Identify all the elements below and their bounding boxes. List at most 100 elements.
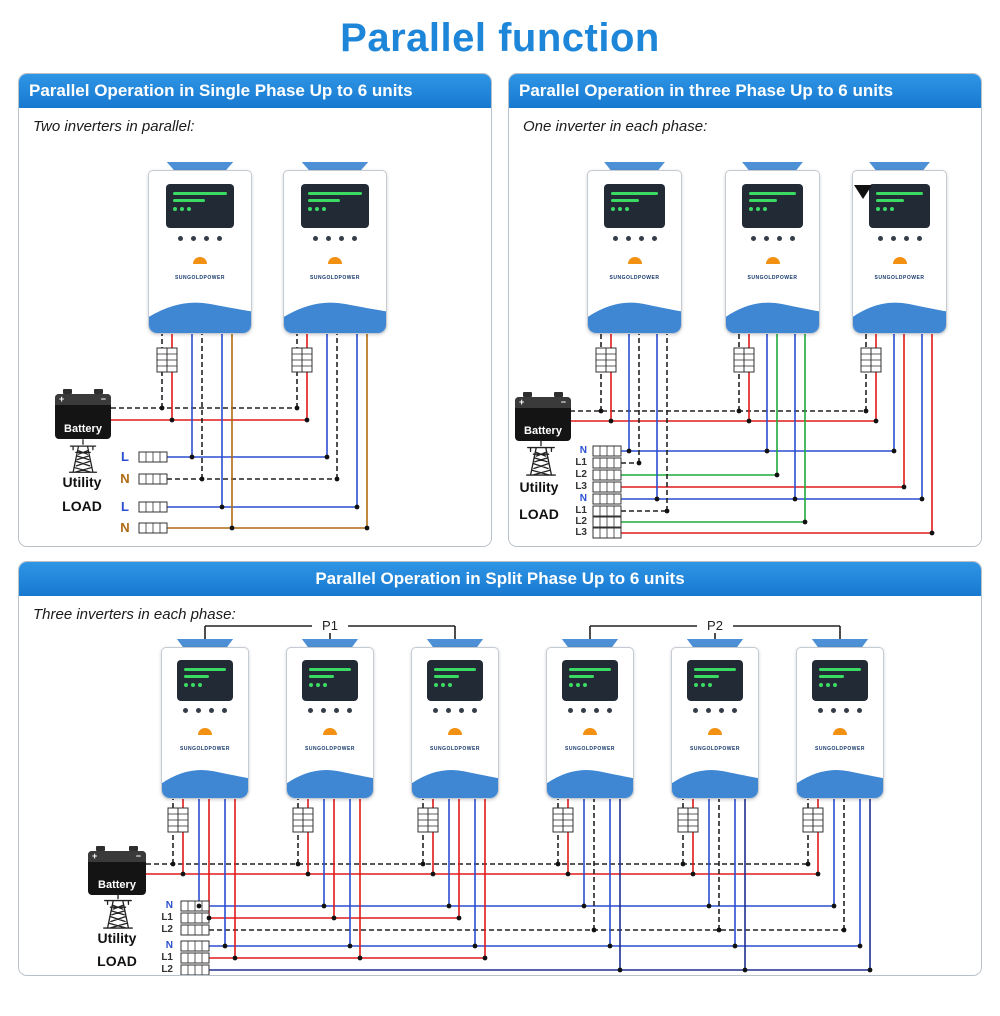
junction-dot <box>159 405 165 411</box>
junction-dot <box>321 903 327 909</box>
screen-line <box>818 668 862 671</box>
junction-dot <box>742 967 748 973</box>
inverter-buttons <box>287 708 373 713</box>
inverter-body: SUNGOLDPOWER <box>671 647 759 799</box>
brand-name: SUNGOLDPOWER <box>815 745 865 752</box>
screen-line <box>433 668 477 671</box>
screen-indicators <box>173 206 226 211</box>
inverter-slot: SUNGOLDPOWER <box>546 639 634 799</box>
utility-line-label: L3 <box>575 481 587 492</box>
screen-line <box>748 198 778 202</box>
brand-name: SUNGOLDPOWER <box>565 745 615 752</box>
inverter-screen <box>603 183 666 228</box>
junction-dot <box>472 943 478 949</box>
inverter-screen <box>811 660 869 701</box>
junction-dot <box>831 903 837 909</box>
inverter-screen <box>301 183 369 228</box>
junction-dot <box>430 871 436 877</box>
screen-line <box>183 668 227 671</box>
wire <box>146 799 819 875</box>
brand-name: SUNGOLDPOWER <box>430 745 480 752</box>
blue-swoosh <box>412 770 498 798</box>
brand-logo: SUNGOLDPOWER <box>672 727 758 755</box>
inverter-unit: SUNGOLDPOWER <box>796 639 884 799</box>
brand-name: SUNGOLDPOWER <box>609 274 660 281</box>
wire <box>209 799 845 931</box>
wire <box>621 334 668 512</box>
load-label: LOAD <box>97 953 137 969</box>
blue-swoosh <box>853 302 946 333</box>
junction-dot <box>598 408 604 414</box>
blue-swoosh <box>797 770 883 798</box>
inverter-body: SUNGOLDPOWER <box>796 647 884 799</box>
screen-line <box>433 675 460 678</box>
wire <box>198 799 835 907</box>
inverter-slot: SUNGOLDPOWER <box>283 162 387 334</box>
junction-dot <box>617 967 623 973</box>
inverter-body: SUNGOLDPOWER <box>411 647 499 799</box>
panel-subtitle: Two inverters in parallel: <box>33 118 195 135</box>
junction-dot <box>206 915 212 921</box>
inverter-slot: SUNGOLDPOWER <box>587 162 682 334</box>
inverter-screen <box>176 660 234 701</box>
wire <box>167 334 338 480</box>
junction-dot <box>347 943 353 949</box>
sun-icon <box>892 256 907 264</box>
junction-dot <box>324 454 330 460</box>
junction-dot <box>482 955 488 961</box>
inverter-body: SUNGOLDPOWER <box>286 647 374 799</box>
screen-indicators <box>693 683 737 687</box>
inverter-unit: SUNGOLDPOWER <box>546 639 634 799</box>
mount-bracket <box>686 639 744 648</box>
junction-dot <box>170 861 176 867</box>
utility-line-label: L1 <box>575 457 587 468</box>
junction-dot <box>680 861 686 867</box>
panel-single-phase-header: Parallel Operation in Single Phase Up to… <box>19 74 491 108</box>
wire <box>209 799 861 947</box>
junction-dot <box>456 915 462 921</box>
junction-dot <box>232 955 238 961</box>
load-line-label: N <box>165 940 173 951</box>
screen-line <box>610 191 659 195</box>
utility-tower-icon <box>103 893 133 929</box>
junction-dot <box>446 903 452 909</box>
inverter-unit: SUNGOLDPOWER <box>286 639 374 799</box>
utility-tower-icon <box>526 440 556 476</box>
junction-dot <box>664 508 670 514</box>
junction-dot <box>802 519 808 525</box>
inverter-slot: SUNGOLDPOWER <box>411 639 499 799</box>
mount-bracket <box>301 639 359 648</box>
screen-indicators <box>568 683 612 687</box>
junction-dot <box>607 943 613 949</box>
blue-swoosh <box>588 302 681 333</box>
junction-dot <box>736 408 742 414</box>
junction-dot <box>357 955 363 961</box>
screen-indicators <box>433 683 477 687</box>
blue-swoosh <box>547 770 633 798</box>
inverter-unit: SUNGOLDPOWER <box>283 162 387 334</box>
junction-dot <box>295 861 301 867</box>
junction-dot <box>901 484 907 490</box>
junction-dot <box>199 476 205 482</box>
screen-line <box>568 675 595 678</box>
junction-dot <box>364 525 370 531</box>
inverter-body: SUNGOLDPOWER <box>148 170 252 334</box>
brand-name: SUNGOLDPOWER <box>310 274 360 281</box>
junction-dot <box>746 418 752 424</box>
battery-terminal <box>129 846 138 851</box>
page-title: Parallel function <box>340 16 660 60</box>
inverter-slot: SUNGOLDPOWER <box>148 162 252 334</box>
junction-dot <box>857 943 863 949</box>
blue-swoosh <box>162 770 248 798</box>
mount-bracket <box>166 162 234 171</box>
screen-line <box>308 675 335 678</box>
junction-dot <box>654 496 660 502</box>
screen-line <box>308 191 362 195</box>
junction-dot <box>331 915 337 921</box>
inverter-body: SUNGOLDPOWER <box>161 647 249 799</box>
group-label-p1: P1 <box>312 618 348 633</box>
battery-icon: + − Battery <box>88 846 146 895</box>
screen-line <box>173 198 205 202</box>
junction-dot <box>229 525 235 531</box>
brand-name: SUNGOLDPOWER <box>180 745 230 752</box>
